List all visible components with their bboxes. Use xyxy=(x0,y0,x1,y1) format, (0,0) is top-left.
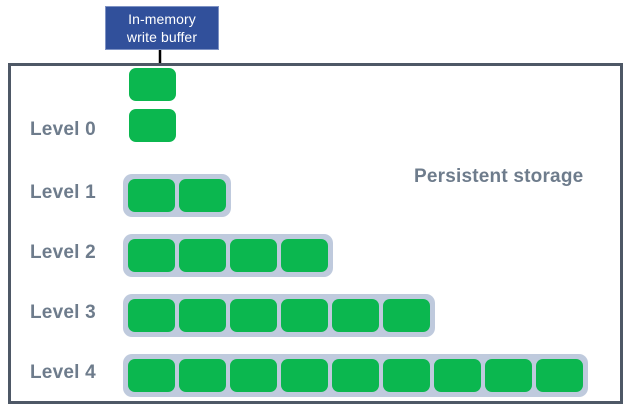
buffer-label-line1: In-memory xyxy=(128,11,196,27)
sstable-block xyxy=(129,68,176,101)
sstable-block xyxy=(281,238,328,272)
sstable-block xyxy=(179,178,226,212)
persistent-storage-label: Persistent storage xyxy=(414,166,584,187)
level-label-0: Level 0 xyxy=(30,119,96,140)
level-label-1: Level 1 xyxy=(30,182,96,203)
sstable-block xyxy=(128,238,175,272)
sstable-block xyxy=(128,178,175,212)
sstable-block xyxy=(383,358,430,392)
buffer-label-line2: write buffer xyxy=(126,29,198,45)
sstable-block xyxy=(179,298,226,332)
sstable-block xyxy=(128,358,175,392)
level-0-sstable-stack xyxy=(129,68,176,142)
level-4-sstable-tray xyxy=(123,353,588,397)
level-label-4: Level 4 xyxy=(30,362,96,383)
sstable-block xyxy=(281,358,328,392)
level-2-sstable-tray xyxy=(123,233,333,277)
in-memory-write-buffer-box: In-memory write buffer xyxy=(105,6,219,50)
sstable-block xyxy=(485,358,532,392)
sstable-block xyxy=(230,358,277,392)
sstable-block xyxy=(179,238,226,272)
sstable-block xyxy=(281,298,328,332)
sstable-block xyxy=(230,238,277,272)
level-3-sstable-tray xyxy=(123,293,435,337)
sstable-block xyxy=(332,358,379,392)
sstable-block xyxy=(129,109,176,142)
level-1-sstable-tray xyxy=(123,173,231,217)
sstable-block xyxy=(332,298,379,332)
sstable-block xyxy=(128,298,175,332)
sstable-block xyxy=(434,358,481,392)
sstable-block xyxy=(383,298,430,332)
sstable-block xyxy=(230,298,277,332)
level-label-3: Level 3 xyxy=(30,302,96,323)
level-label-2: Level 2 xyxy=(30,242,96,263)
sstable-block xyxy=(179,358,226,392)
sstable-block xyxy=(536,358,583,392)
